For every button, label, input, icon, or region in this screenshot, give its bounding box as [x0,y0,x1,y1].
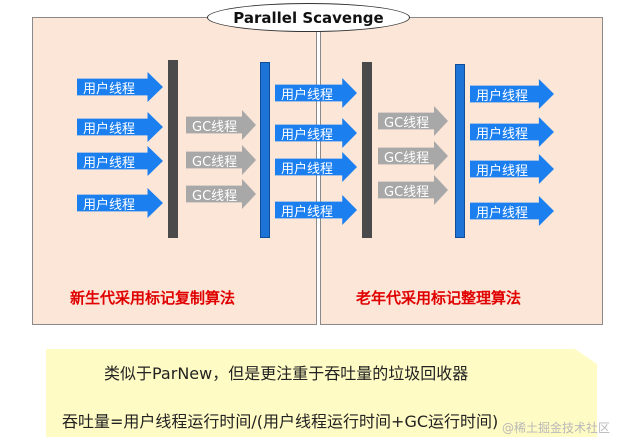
note-box [46,349,597,437]
stw-pause-bar [362,62,372,238]
note-line-2: 吞吐量=用户线程运行时间/(用户线程运行时间+GC运行时间) [62,412,499,431]
watermark: @稀土掘金技术社区 [501,421,610,435]
resume-bar [455,64,465,238]
old-gen-caption: 老年代采用标记整理算法 [356,289,522,307]
resume-bar [260,62,270,238]
diagram-title: Parallel Scavenge [207,3,410,32]
young-gen-caption: 新生代采用标记复制算法 [70,289,236,307]
stw-pause-bar [168,60,178,238]
note-line-1: 类似于ParNew，但是更注重于吞吐量的垃圾回收器 [104,364,469,383]
